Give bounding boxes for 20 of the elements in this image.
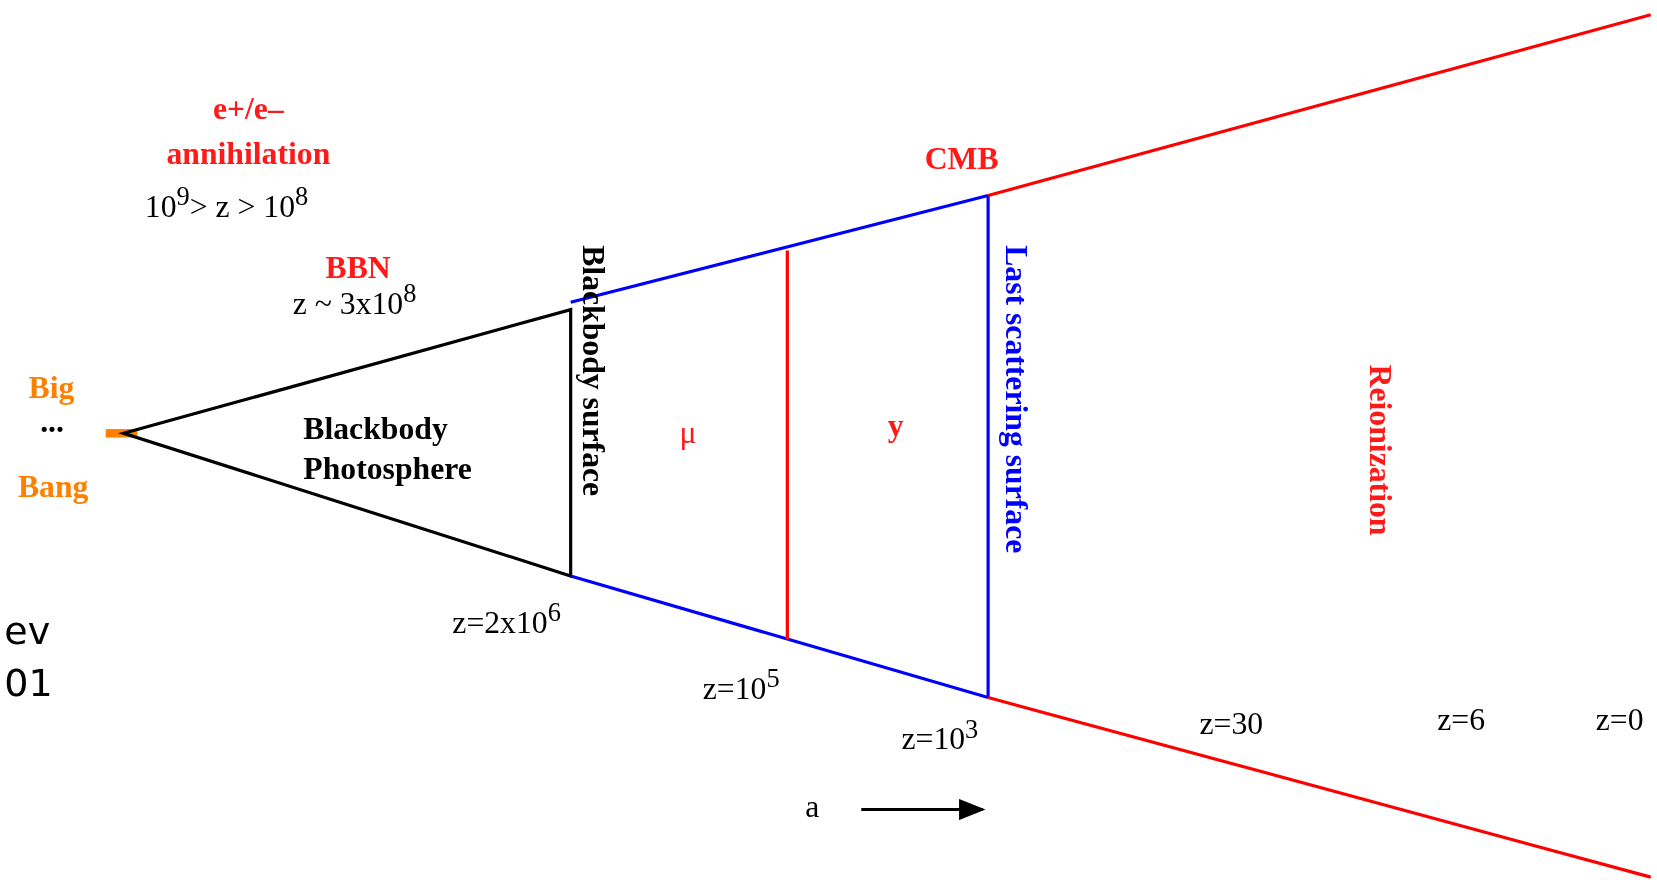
surface-label: Last scattering surface <box>999 245 1035 554</box>
event-label: e+/e– annihilation <box>165 89 332 173</box>
redshift-label: z=10$^{5}$ <box>702 663 780 705</box>
redshift-label: z=10$^{3}$ <box>901 714 979 756</box>
surface-label: Blackbody surface <box>577 245 612 497</box>
redshift-label: z=2x10$^{6}$ <box>452 598 561 640</box>
redshift-label: 10$^{9}$> z > 10$^{8}$ <box>144 181 309 223</box>
cut-off-text: 01 <box>4 662 53 705</box>
cut-off-text: ev <box>4 609 51 652</box>
event-label: Bang <box>17 468 89 504</box>
scale-factor-label: a <box>805 788 820 824</box>
redshift-label: z=30 <box>1199 705 1264 741</box>
redshift-label: z=6 <box>1437 701 1486 737</box>
region-label: Reionization <box>1363 364 1399 536</box>
region-label: Blackbody Photosphere <box>303 409 473 488</box>
region-label: μ <box>679 414 697 450</box>
event-label: CMB <box>924 140 999 176</box>
event-label: Big <box>28 369 75 405</box>
redshift-label: z=0 <box>1595 701 1644 737</box>
region-label: y <box>887 407 904 443</box>
